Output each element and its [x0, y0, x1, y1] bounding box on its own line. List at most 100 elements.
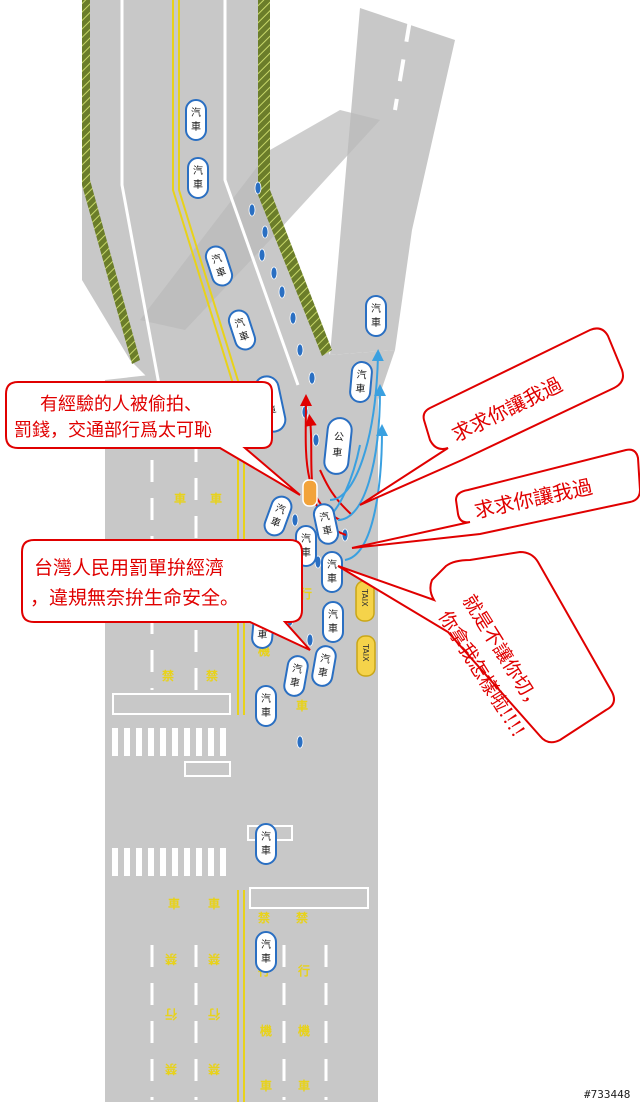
- bubble-right-2: 求求你讓我過: [351, 448, 640, 549]
- svg-text:行: 行: [297, 963, 310, 978]
- svg-text:汽: 汽: [319, 651, 331, 666]
- upper-lane-line-1: [120, 0, 162, 391]
- car: 汽車: [255, 823, 277, 865]
- svg-text:車: 車: [261, 952, 271, 965]
- svg-text:車: 車: [174, 491, 186, 506]
- svg-text:車: 車: [269, 514, 283, 530]
- svg-text:車: 車: [261, 844, 271, 857]
- bubble-mid-left-line1: 台灣人民用罰單拚經濟: [34, 557, 224, 579]
- svg-text:車: 車: [301, 546, 311, 559]
- svg-text:汽: 汽: [261, 938, 271, 951]
- scooter-icon: [289, 311, 297, 325]
- svg-text:汽: 汽: [291, 661, 303, 676]
- svg-text:汽: 汽: [261, 830, 271, 843]
- road-markings: 車 車 車 車 禁 禁 禁 禁 車 行 行 機 機 車 車 行 機 禁 行 禁 …: [162, 491, 312, 1093]
- svg-text:汽: 汽: [328, 608, 338, 621]
- svg-text:禁: 禁: [208, 1062, 220, 1077]
- svg-text:汽: 汽: [371, 302, 381, 315]
- bubble-mid-left: 台灣人民用罰單拚經濟 ，違規無奈拚生命安全。: [21, 539, 311, 651]
- zebra-crossing-2: [112, 848, 226, 876]
- car: 汽車: [283, 655, 309, 697]
- bubble-right-3: 就是不讓你切， 你拿我怎樣啦!!!!: [337, 550, 615, 744]
- upper-yellow-line-1: [172, 0, 239, 401]
- svg-text:車: 車: [257, 628, 268, 642]
- svg-text:禁: 禁: [258, 910, 270, 925]
- svg-text:禁: 禁: [208, 952, 220, 967]
- scooter-icon: [296, 735, 304, 749]
- stop-box-1: [112, 693, 231, 715]
- car: 汽車: [311, 645, 337, 687]
- svg-text:汽: 汽: [193, 164, 203, 177]
- svg-text:車: 車: [327, 572, 337, 585]
- ramp-center-dash: [393, 19, 412, 111]
- scooter-icon: [308, 371, 316, 385]
- upper-right-ramp: [330, 8, 455, 355]
- svg-text:車: 車: [317, 665, 329, 680]
- svg-text:汽: 汽: [261, 692, 271, 705]
- car: 汽車: [365, 295, 387, 337]
- svg-text:汽: 汽: [274, 501, 288, 517]
- svg-text:汽: 汽: [327, 558, 337, 571]
- svg-text:車: 車: [193, 178, 203, 191]
- scooter-icon: [306, 633, 314, 647]
- svg-text:機: 機: [298, 1023, 310, 1038]
- svg-text:車: 車: [210, 491, 222, 506]
- watermark: #733448: [584, 1088, 630, 1101]
- svg-text:車: 車: [289, 675, 301, 690]
- svg-text:車: 車: [321, 523, 333, 538]
- car: 汽車: [312, 503, 340, 545]
- svg-text:汽: 汽: [233, 315, 247, 330]
- svg-text:車: 車: [237, 328, 251, 343]
- svg-text:車: 車: [191, 120, 201, 133]
- mid-barrier: [258, 0, 332, 356]
- car: 汽車: [255, 931, 277, 973]
- scooter-icon: [291, 513, 299, 527]
- upper-yellow-line-2: [178, 0, 245, 401]
- car: 汽車: [321, 551, 343, 593]
- scooter-icon: [261, 225, 269, 239]
- blue-arrows: [314, 349, 388, 561]
- bubble-top-left: 有經驗的人被偷拍、 罰錢，交通部行爲太可恥: [5, 381, 301, 496]
- car: 汽車: [185, 99, 207, 141]
- svg-text:車: 車: [298, 1078, 310, 1093]
- svg-text:車: 車: [332, 445, 343, 459]
- svg-text:車: 車: [261, 706, 271, 719]
- scooter-icon: [248, 203, 256, 217]
- svg-text:車: 車: [208, 896, 220, 911]
- left-barrier: [82, 0, 140, 364]
- stop-box-3: [184, 761, 231, 777]
- car: 汽車: [322, 601, 344, 643]
- svg-text:車: 車: [355, 382, 366, 396]
- svg-text:TAIX: TAIX: [361, 643, 370, 662]
- svg-text:公: 公: [333, 432, 344, 444]
- car: 汽車: [187, 157, 209, 199]
- bus: 公 車: [323, 417, 353, 475]
- svg-text:禁: 禁: [206, 668, 218, 683]
- scooter-icon: [296, 343, 304, 357]
- svg-text:TAIX: TAIX: [360, 588, 369, 607]
- svg-text:車: 車: [296, 698, 308, 713]
- svg-text:汽: 汽: [301, 532, 311, 545]
- svg-text:車: 車: [328, 622, 338, 635]
- bubble-top-left-line1: 有經驗的人被偷拍、: [40, 394, 202, 415]
- bubble-mid-left-line2: ，違規無奈拚生命安全。: [30, 587, 239, 609]
- scooter-icon: [258, 248, 266, 262]
- zebra-crossing-1: [112, 728, 226, 756]
- svg-text:車: 車: [260, 1078, 272, 1093]
- svg-text:禁: 禁: [296, 910, 308, 925]
- svg-text:車: 車: [214, 264, 228, 279]
- car: 汽車: [263, 495, 293, 537]
- svg-text:汽: 汽: [318, 509, 330, 524]
- scooter-icon: [254, 181, 262, 195]
- car: 汽車: [255, 685, 277, 727]
- svg-text:汽: 汽: [210, 251, 224, 266]
- svg-text:車: 車: [371, 316, 381, 329]
- svg-text:車: 車: [168, 896, 180, 911]
- svg-text:禁: 禁: [165, 952, 177, 967]
- car: 汽車: [349, 361, 373, 403]
- svg-text:行: 行: [208, 1007, 221, 1022]
- svg-text:禁: 禁: [162, 668, 174, 683]
- svg-text:禁: 禁: [165, 1062, 177, 1077]
- scooter-icon: [278, 285, 286, 299]
